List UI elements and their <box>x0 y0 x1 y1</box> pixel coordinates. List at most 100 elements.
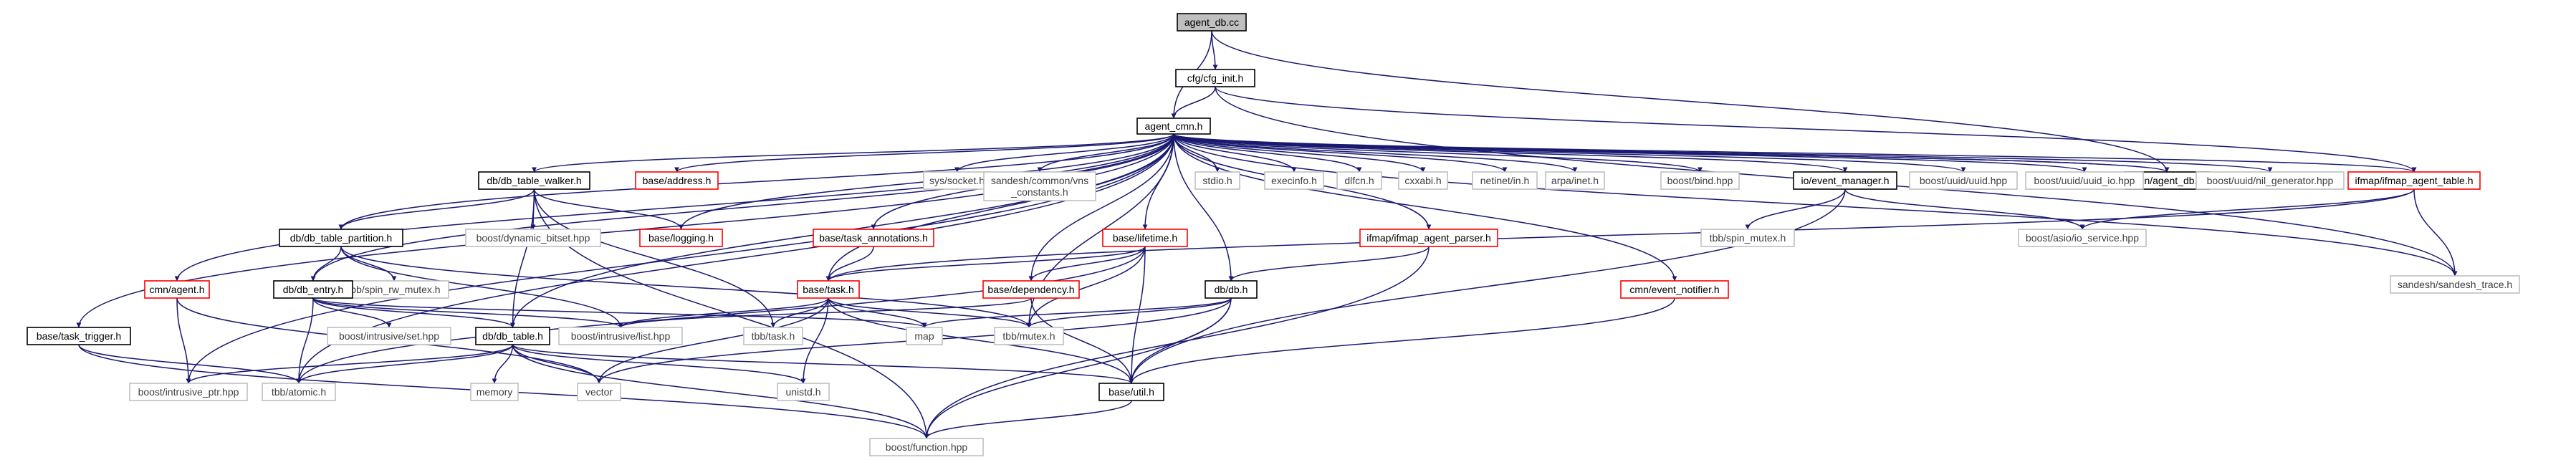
node-box <box>1620 280 1729 299</box>
edge-agent_cmn_h-to-netinet_in_h <box>1173 133 1508 173</box>
nodes-layer: agent_db.cc cfg/cfg_init.h agent_cmn.h cmn/… <box>27 13 2520 456</box>
node-label: base/util.h <box>1109 386 1154 398</box>
node-io-event-manager-h[interactable]: io/event_manager.h <box>1793 171 1897 190</box>
edge-ifmap_agent_parser_h-to-db_db_h <box>1228 246 1430 282</box>
edge-db_db_h-to-tbb_mutex_h <box>1026 297 1232 328</box>
node-label: boost/intrusive_ptr.hpp <box>138 386 239 398</box>
node-box <box>1545 171 1605 190</box>
node-box <box>1398 171 1448 190</box>
node-label: boost/uuid/uuid.hpp <box>1920 175 2007 186</box>
node-vns-constants-h: sandesh/common/vns_constants.h <box>983 171 1096 201</box>
node-box <box>1177 13 1247 32</box>
node-box <box>813 229 934 247</box>
node-ifmap-agent-parser-h[interactable]: ifmap/ifmap_agent_parser.h <box>1359 229 1498 247</box>
node-base-util-h[interactable]: base/util.h <box>1098 383 1164 401</box>
edge-db_db_h-to-boost_function_hpp <box>924 297 1232 439</box>
node-label: tbb/atomic.h <box>272 386 326 398</box>
edge-db_db_table_h-to-base_util_h <box>512 344 1134 384</box>
node-box <box>1793 171 1897 190</box>
node-box <box>273 280 353 299</box>
node-box <box>558 327 683 345</box>
node-box <box>983 171 1096 201</box>
edge-db_db_table_h-to-boost_intrusive_ptr_hpp <box>186 344 514 384</box>
edge-base_lifetime_h-to-base_util_h <box>1129 246 1146 384</box>
edge-db_db_entry_h-to-db_db_table_h <box>312 297 515 328</box>
node-box <box>1336 171 1382 190</box>
edge-agent_cmn_h-to-boost_uuid_io_hpp <box>1173 133 2087 173</box>
node-label: agent_db.cc <box>1184 16 1239 28</box>
node-db-table-partition-h[interactable]: db/db_table_partition.h <box>279 229 403 247</box>
node-label: netinet/in.h <box>1480 175 1530 186</box>
edge-agent_cmn_h-to-cxxabi_h <box>1173 133 1426 173</box>
edge-agent_cmn_h-to-db_table_walker_h <box>532 133 1174 173</box>
edge-agent_cmn_h-to-dlfcn_h <box>1173 133 1362 173</box>
node-db-db-entry-h[interactable]: db/db_entry.h <box>273 280 353 299</box>
node-box <box>577 383 621 401</box>
node-db-table-walker-h[interactable]: db/db_table_walker.h <box>478 171 590 190</box>
node-base-lifetime-h[interactable]: base/lifetime.h <box>1102 229 1188 247</box>
edge-agent_cmn_h-to-execinfo_h <box>1173 133 1297 173</box>
node-tbb-spin-mutex-h: tbb/spin_mutex.h <box>1700 229 1795 247</box>
edge-agent_db_cc-to-cmn_agent_db_h <box>1211 30 2170 173</box>
node-box <box>994 327 1064 345</box>
node-label: boost/bind.hpp <box>1667 175 1733 186</box>
edge-agent_cmn_h-to-io_event_manager_h <box>1173 133 1848 173</box>
edge-ifmap_agent_table_h-to-boost_asio_io_service_hpp <box>2079 188 2415 230</box>
edge-agent_cmn_h-to-tbb_atomic_h <box>296 133 1174 384</box>
node-label: dlfcn.h <box>1344 175 1374 186</box>
node-cmn-agent-h[interactable]: cmn/agent.h <box>144 280 210 299</box>
node-label: tbb/task.h <box>752 330 795 342</box>
edge-db_table_walker_h-to-db_table_partition_h <box>338 188 535 230</box>
edge-cmn_event_notifier_h-to-base_util_h <box>1129 297 1675 384</box>
edge-io_event_manager_h-to-tbb_spin_mutex_h <box>1745 188 1846 230</box>
node-agent-cmn-h[interactable]: agent_cmn.h <box>1136 118 1211 135</box>
node-cmn-event-notifier-h[interactable]: cmn/event_notifier.h <box>1620 280 1729 299</box>
edge-db_table_walker_h-to-db_db_table_h <box>510 188 535 328</box>
edge-db_db_table_h-to-boost_function_hpp <box>512 344 929 439</box>
node-label: ifmap/ifmap_agent_parser.h <box>1366 232 1491 244</box>
edge-db_db_h-to-map <box>921 297 1232 328</box>
node-memory: memory <box>470 383 519 401</box>
node-box <box>478 171 590 190</box>
edge-db_db_table_h-to-vector <box>512 344 602 384</box>
node-label: boost/asio/io_service.hpp <box>2026 232 2139 244</box>
node-box <box>1102 229 1188 247</box>
node-label: base/task_annotations.h <box>819 232 928 244</box>
edge-agent_cmn_h-to-db_table_partition_h <box>338 133 1174 230</box>
node-box <box>1472 171 1538 190</box>
edge-db_table_walker_h-to-base_logging_h <box>533 188 684 230</box>
node-label: io/event_manager.h <box>1801 175 1890 186</box>
edge-base_task_h-to-unistd_h <box>800 297 829 384</box>
node-box <box>465 229 601 247</box>
node-ifmap-agent-table-h[interactable]: ifmap/ifmap_agent_table.h <box>2347 171 2481 190</box>
node-dlfcn-h: dlfcn.h <box>1336 171 1382 190</box>
node-label: vector <box>585 386 613 398</box>
node-tbb-mutex-h: tbb/mutex.h <box>994 327 1064 345</box>
node-base-task-annotations-h[interactable]: base/task_annotations.h <box>813 229 934 247</box>
node-agent-db-cc[interactable]: agent_db.cc <box>1177 13 1247 32</box>
node-label: sys/socket.h <box>929 175 985 186</box>
node-box <box>2196 171 2345 190</box>
node-box <box>1136 118 1211 135</box>
node-base-task-trigger-h[interactable]: base/task_trigger.h <box>27 327 131 345</box>
edge-db_db_table_h-to-unistd_h <box>512 344 806 384</box>
node-base-logging-h[interactable]: base/logging.h <box>639 229 723 247</box>
node-db-db-h[interactable]: db/db.h <box>1205 280 1258 299</box>
edge-base_lifetime_h-to-tbb_mutex_h <box>1026 246 1146 328</box>
node-label: tbb/spin_rw_mutex.h <box>348 284 440 295</box>
node-base-task-h[interactable]: base/task.h <box>797 280 860 299</box>
node-db-db-table-h[interactable]: db/db_table.h <box>475 327 550 345</box>
node-label: ifmap/ifmap_agent_table.h <box>2355 175 2474 186</box>
edge-base_dependency_h-to-boost_intrusive_list_hpp <box>618 297 1032 328</box>
edge-base_task_h-to-map <box>828 297 927 328</box>
node-label: cmn/event_notifier.h <box>1629 284 1719 295</box>
edge-db_db_entry_h-to-map <box>312 297 927 328</box>
node-box <box>2347 171 2481 190</box>
node-cfg-init-h[interactable]: cfg/cfg_init.h <box>1175 69 1255 87</box>
node-base-address-h[interactable]: base/address.h <box>635 171 719 190</box>
edge-db_table_partition_h-to-tbb_mutex_h <box>340 246 1032 328</box>
edge-base_dependency_h-to-base_util_h <box>1030 297 1134 384</box>
edge-db_db_table_h-to-memory <box>492 344 514 384</box>
node-base-dependency-h[interactable]: base/dependency.h <box>982 280 1080 299</box>
